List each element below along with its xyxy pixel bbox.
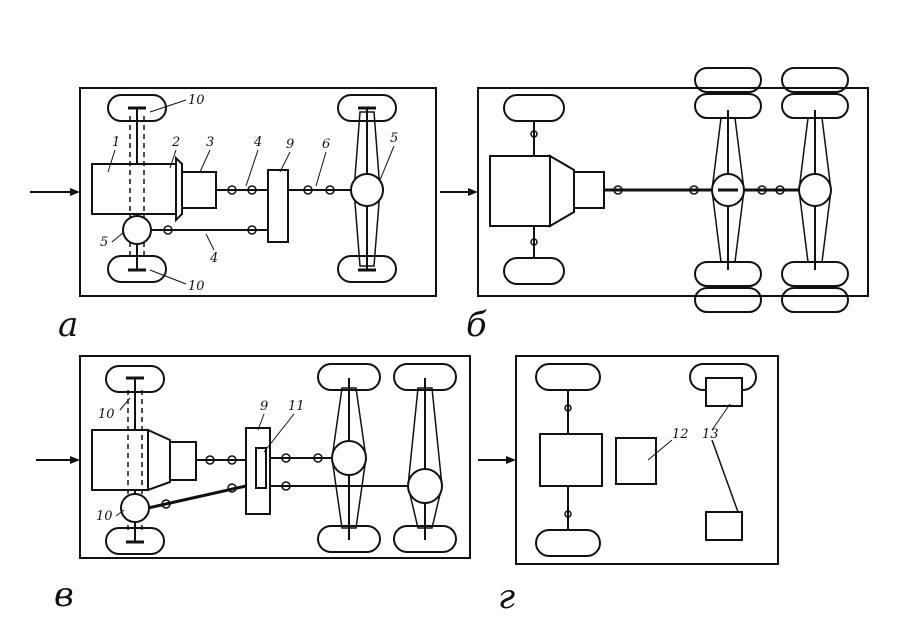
- panel-a-num-1: 1: [112, 135, 120, 150]
- panel-b-input-arrow: [440, 188, 478, 196]
- panel-a-num-5-rear: 5: [390, 131, 398, 146]
- panel-v-engine: [91, 429, 149, 491]
- panel-v-front-final-drive: [120, 493, 150, 523]
- panel-g-wheel-front-top: [535, 363, 601, 391]
- panel-v-interaxle-diff: [255, 447, 267, 489]
- panel-v-gearbox: [169, 441, 197, 481]
- panel-g-engine: [539, 433, 603, 487]
- panel-a-label: а: [58, 305, 78, 345]
- panel-a-num-4-top: 4: [253, 135, 262, 150]
- panel-b-engine: [489, 155, 551, 227]
- panel-g-block-13-top: [705, 377, 743, 407]
- panel-g-label: г: [498, 577, 515, 617]
- panel-b-label: б: [466, 305, 487, 345]
- panel-b-wheel-r1-bottom-outer: [694, 287, 762, 313]
- panel-v-frame: [79, 355, 471, 559]
- panel-b-gearbox: [573, 171, 605, 209]
- panel-a-input-arrow: [30, 188, 80, 196]
- panel-v-final-drive-2: [407, 468, 443, 504]
- panel-g-num-13: 13: [702, 427, 719, 442]
- panel-b-clutch: [549, 154, 575, 228]
- panel-a-transfer-case: [267, 169, 289, 243]
- panel-v-input-arrow: [36, 456, 80, 464]
- panel-a-num-3: 3: [206, 135, 214, 150]
- panel-v-num-10-top: 10: [98, 407, 115, 422]
- panel-a-num-6: 6: [322, 137, 330, 152]
- panel-a-engine: [91, 163, 183, 215]
- panel-a-front-final-drive: [122, 215, 152, 245]
- panel-v-clutch: [147, 428, 171, 492]
- panel-a-num-10-bottom: 10: [188, 279, 205, 294]
- panel-g-block-13-bottom: [705, 511, 743, 541]
- panel-v-num-10-bottom: 10: [96, 509, 113, 524]
- panel-a-gearbox: [181, 171, 217, 209]
- panel-v-num-11: 11: [288, 399, 305, 414]
- panel-a-num-2: 2: [171, 135, 180, 150]
- panel-b-final-drive-2: [798, 173, 832, 207]
- panel-a-num-10-top: 10: [188, 93, 205, 108]
- panel-g-wheel-front-bottom: [535, 529, 601, 557]
- panel-g: 12 13 г: [478, 355, 779, 617]
- panel-a-num-9: 9: [286, 137, 294, 152]
- panel-a-rear-final-drive: [350, 173, 384, 207]
- panel-a-num-5-front: 5: [100, 235, 108, 250]
- panel-b-wheel-front-bottom: [503, 257, 565, 285]
- panel-g-block-12: [615, 437, 657, 485]
- panel-a: 1 2 3 4 9 6 5 5 4 10 10 а: [30, 87, 437, 345]
- panel-b-wheel-r2-top-outer: [781, 67, 849, 93]
- panel-v-num-9: 9: [260, 399, 268, 414]
- panel-g-num-12: 12: [672, 427, 689, 442]
- panel-b-wheel-r1-top-outer: [694, 67, 762, 93]
- panel-b-wheel-r2-bottom-outer: [781, 287, 849, 313]
- panel-v-label: в: [54, 575, 74, 615]
- panel-b-wheel-front-top: [503, 94, 565, 122]
- panel-v: 10 9 11 10 в: [36, 355, 471, 615]
- panel-b: б: [440, 67, 869, 345]
- panel-v-final-drive-1: [331, 440, 367, 476]
- panel-a-num-4-bottom: 4: [209, 251, 218, 266]
- panel-g-input-arrow: [478, 456, 516, 464]
